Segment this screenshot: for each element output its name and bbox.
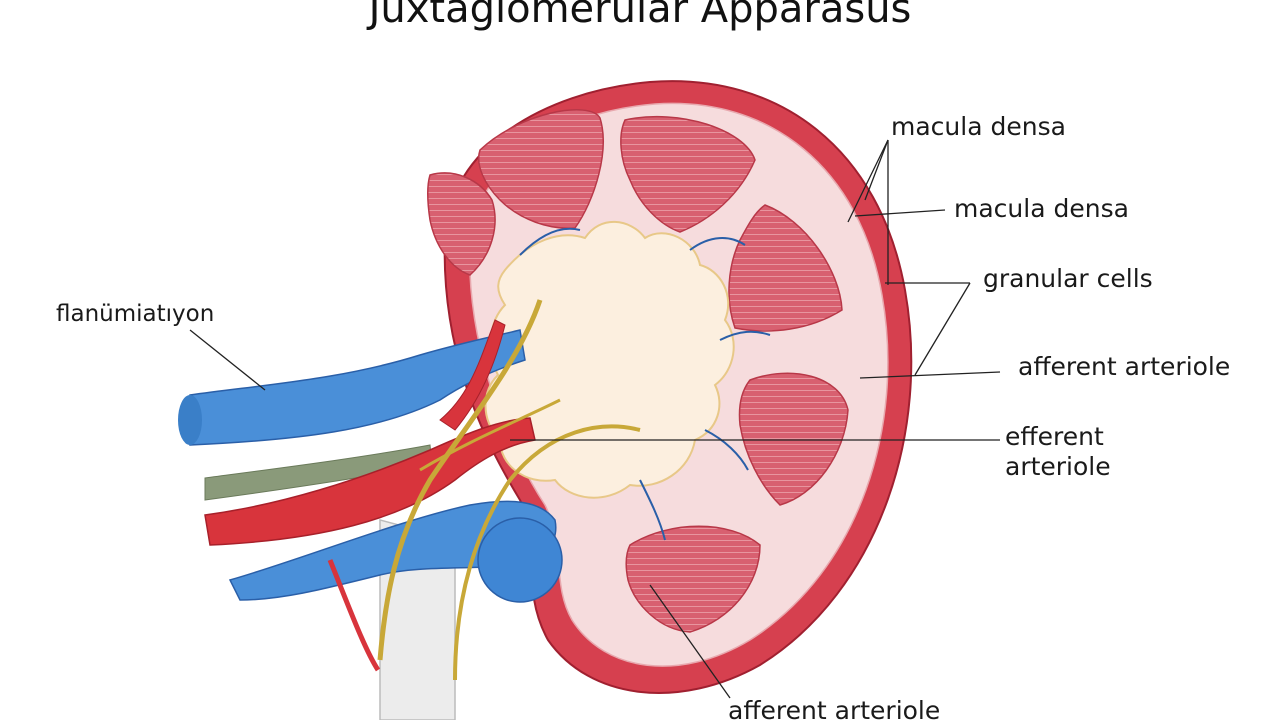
label-afferent-arteriole-bottom: afferent arteriole	[728, 696, 941, 725]
pyramid	[427, 172, 496, 276]
label-afferent-arteriole-right: afferent arteriole	[1018, 352, 1231, 381]
interlobar-vessel	[639, 479, 666, 541]
interlobar-vessel	[689, 237, 746, 251]
pyramid	[728, 204, 843, 332]
artery-branch	[439, 319, 506, 431]
label-macula-densa-1: macula densa	[891, 112, 1066, 141]
renal-pyramids	[427, 109, 849, 633]
leader-line	[854, 209, 946, 217]
pyramid	[625, 525, 761, 633]
leader-line	[859, 371, 1001, 379]
label-macula-densa-2: macula densa	[954, 194, 1129, 223]
leader-line	[864, 139, 889, 201]
label-left-inflammation: flanümiatıyon	[56, 301, 215, 327]
leader-line	[189, 329, 266, 391]
diagram-title: Juxtaglomerular Apparasus	[368, 0, 912, 32]
renal-vein	[189, 329, 526, 446]
label-granular-cells: granular cells	[983, 264, 1153, 293]
interlobar-vessel	[719, 330, 771, 341]
renal-vessels	[178, 227, 771, 681]
renal-vein-end	[178, 395, 202, 445]
label-efferent-line2: arteriole	[1005, 452, 1111, 481]
interlobar-vessel	[704, 429, 749, 471]
nerve-line	[453, 424, 641, 681]
blue-sphere	[477, 517, 563, 603]
nerve-line	[377, 299, 543, 661]
leader-lines	[189, 139, 1001, 699]
leader-line	[914, 282, 971, 376]
thin-artery	[327, 559, 381, 672]
label-efferent-line1: efferent	[1005, 422, 1104, 451]
interlobar-vessel	[519, 227, 581, 256]
leader-line	[847, 139, 889, 223]
pyramid	[478, 109, 604, 229]
pyramid	[738, 372, 849, 506]
pyramid	[620, 116, 756, 233]
leader-line	[649, 584, 731, 699]
label-efferent-arteriole: efferent arteriole	[1005, 422, 1111, 482]
nerve-line	[419, 398, 561, 472]
